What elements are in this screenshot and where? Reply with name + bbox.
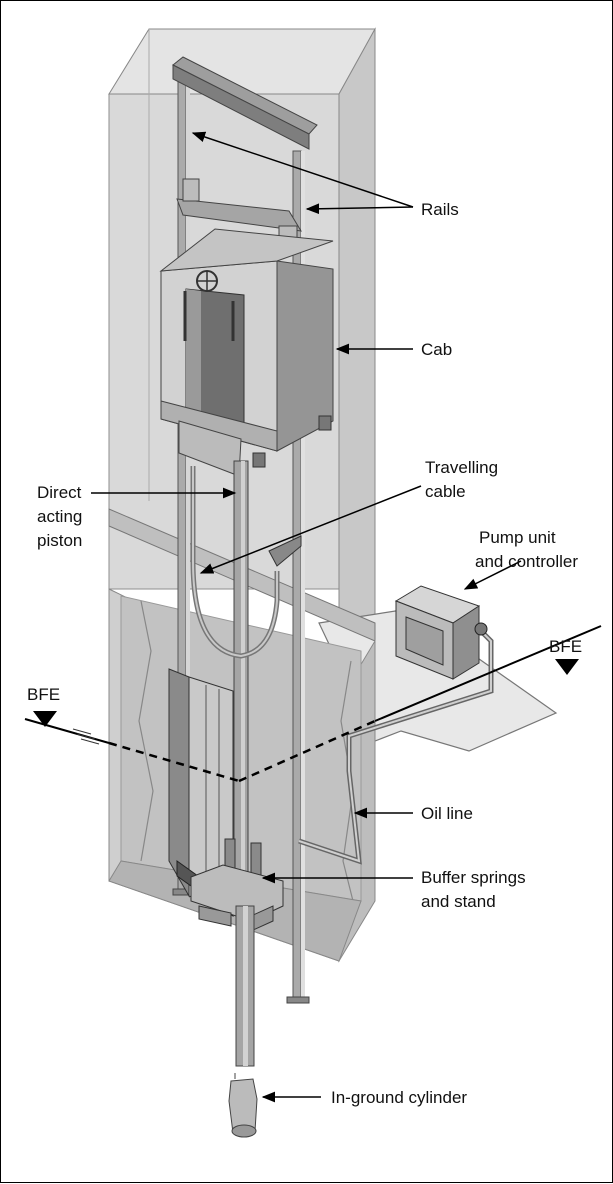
label-cylinder: In-ground cylinder — [331, 1088, 467, 1107]
label-piston-2: acting — [37, 507, 82, 526]
piston — [233, 460, 249, 882]
travelling-cable — [190, 466, 302, 659]
oil-line — [298, 629, 494, 865]
label-piston-1: Direct — [37, 483, 82, 502]
label-piston-3: piston — [37, 531, 82, 550]
label-pump-2: and controller — [475, 552, 578, 571]
bfe-marker-left — [33, 711, 57, 727]
label-travelling-cable-2: cable — [425, 482, 466, 501]
label-bfe-right: BFE — [549, 637, 582, 656]
label-buffer-2: and stand — [421, 892, 496, 911]
label-buffer-1: Buffer springs — [421, 868, 526, 887]
elevator-cab — [159, 228, 334, 477]
label-travelling-cable-1: Travelling — [425, 458, 498, 477]
label-pump-1: Pump unit — [479, 528, 556, 547]
label-cab: Cab — [421, 340, 452, 359]
labels: Rails Cab Travelling cable Direct acting… — [27, 200, 582, 1107]
label-rails: Rails — [421, 200, 459, 219]
bfe-marker-right — [555, 659, 579, 675]
leader-lines — [91, 131, 522, 1103]
buffer-springs — [190, 838, 284, 932]
bfe-lines — [24, 625, 602, 783]
label-bfe-left: BFE — [27, 685, 60, 704]
pump-unit — [394, 585, 488, 680]
top-beam — [172, 56, 318, 249]
in-ground-cylinder — [228, 905, 258, 1138]
label-oil-line: Oil line — [421, 804, 473, 823]
